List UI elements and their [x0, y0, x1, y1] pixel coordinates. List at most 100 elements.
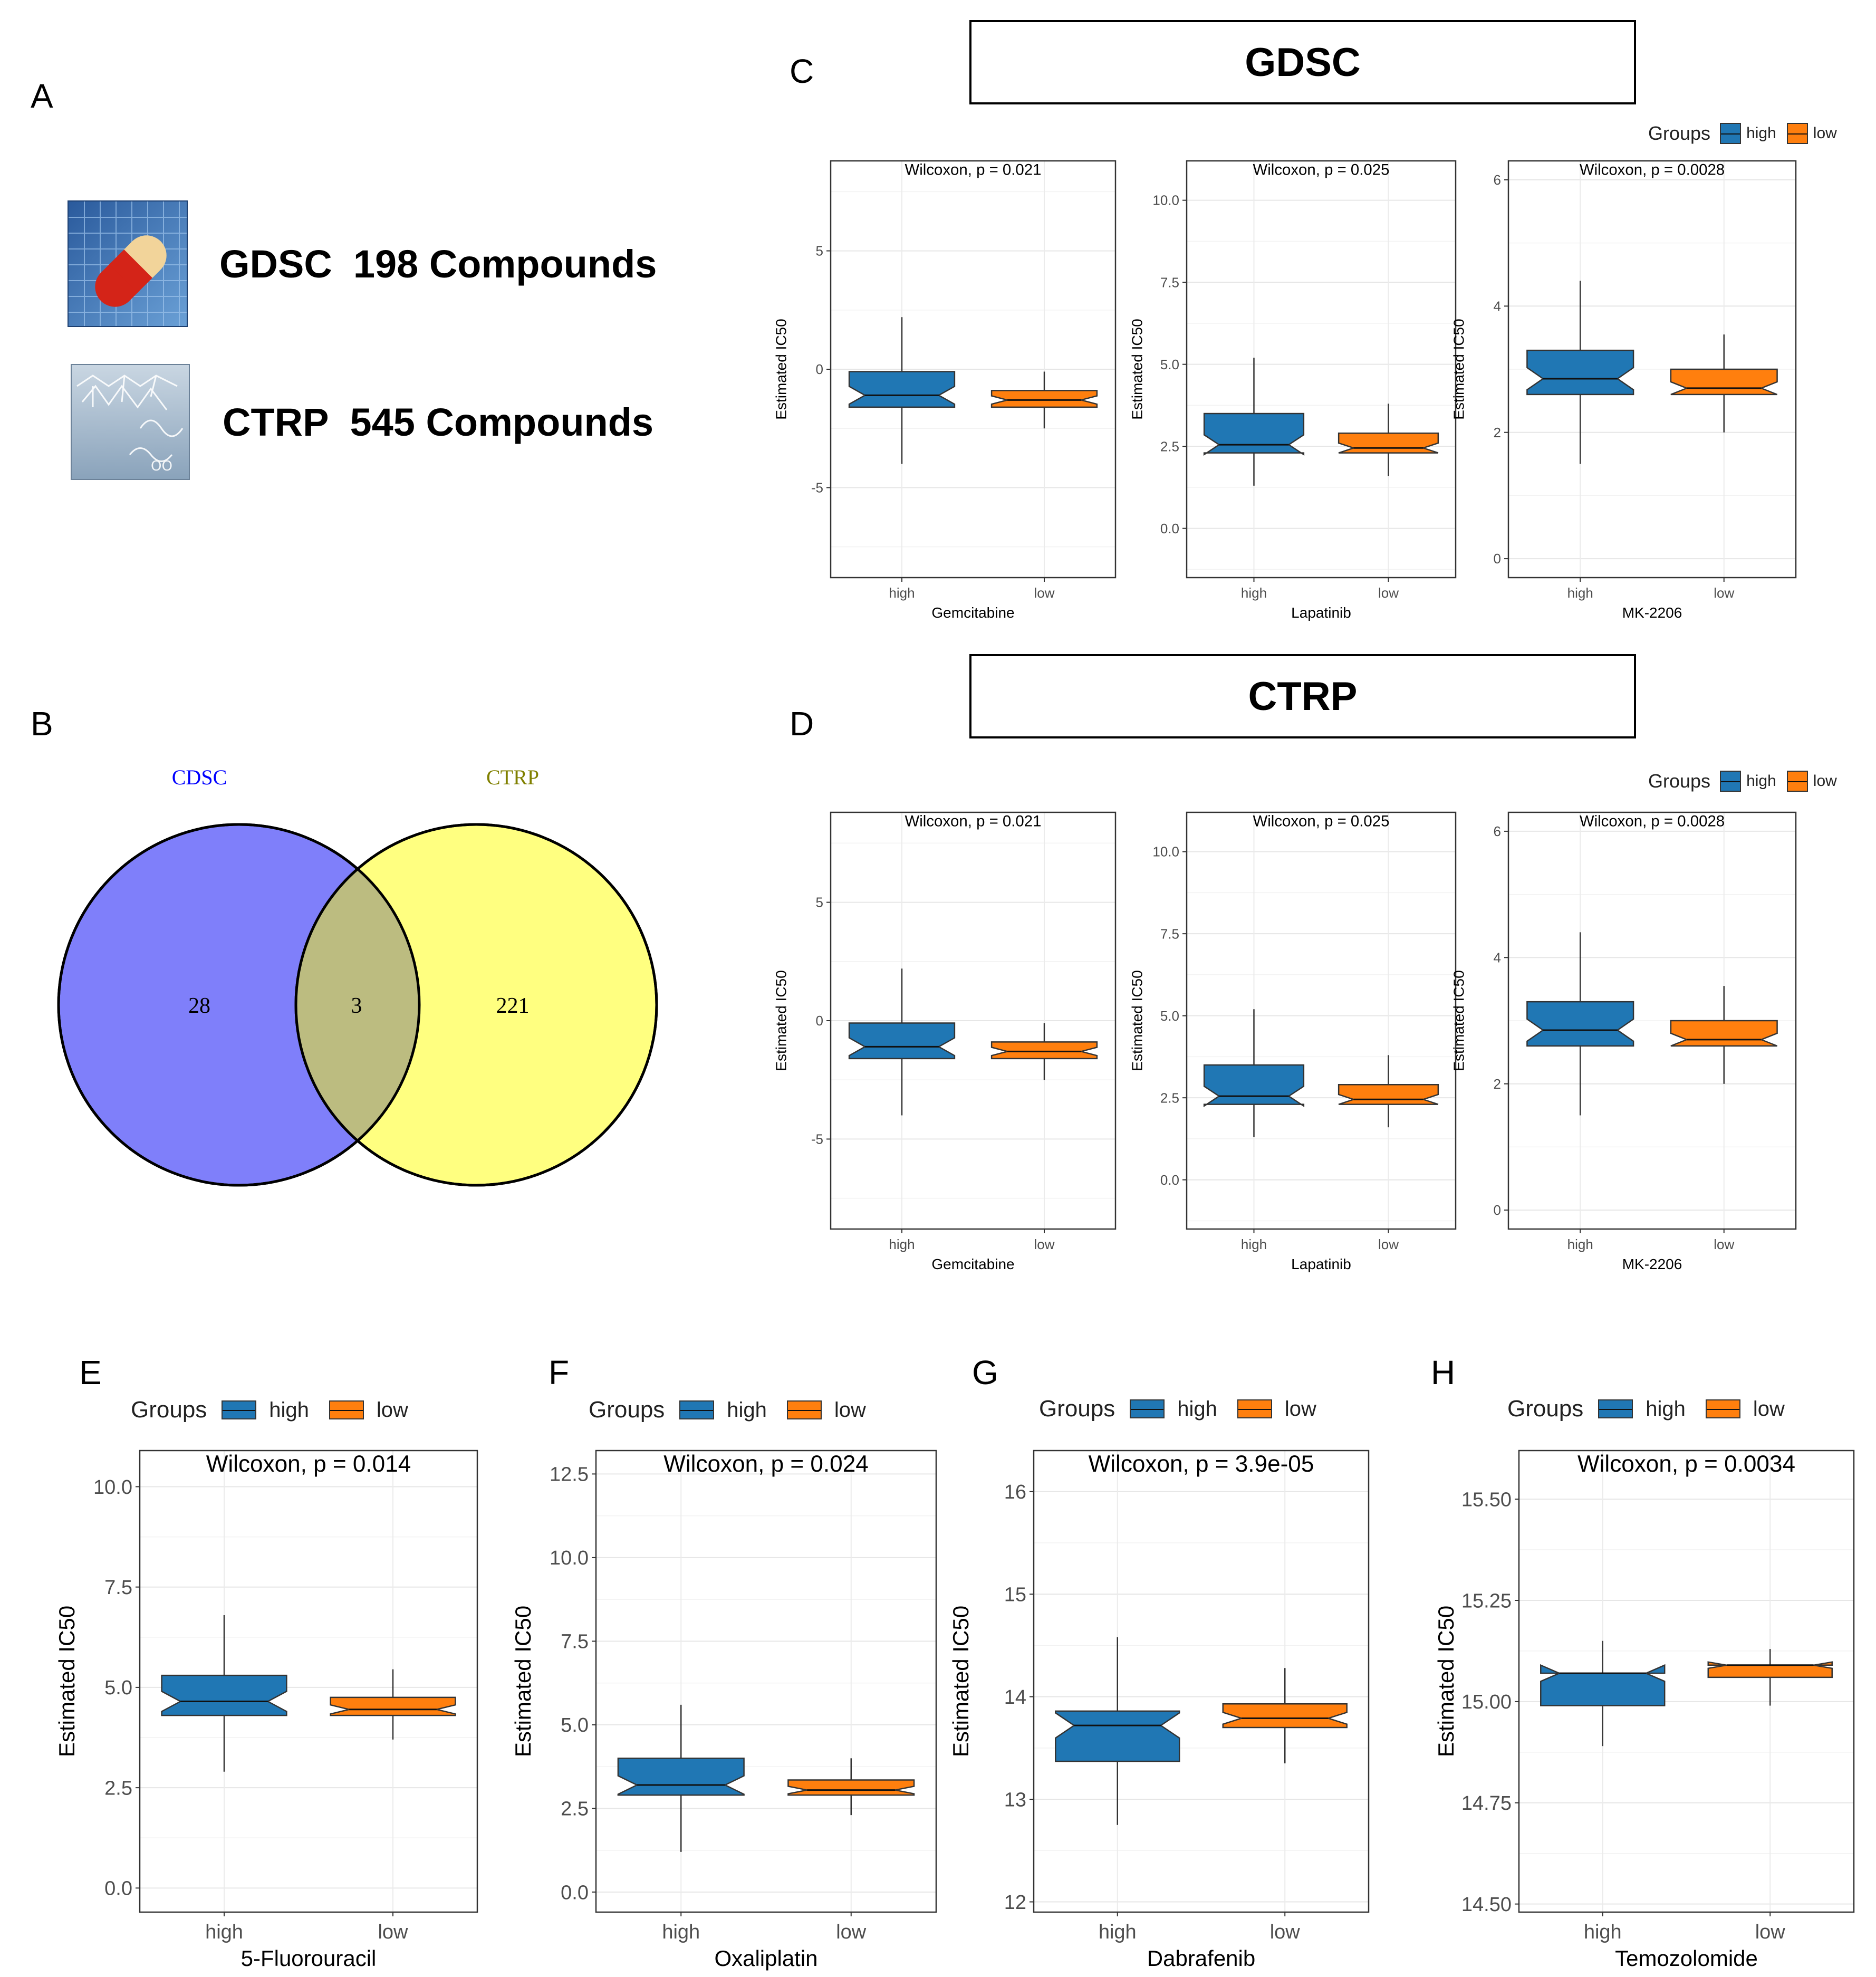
y-tick-label: 7.5: [561, 1631, 589, 1653]
legend-label-low: low: [376, 1398, 408, 1422]
y-axis-label: Estimated IC50: [1129, 319, 1146, 419]
wilcoxon-annotation: Wilcoxon, p = 0.0034: [1577, 1451, 1795, 1477]
y-tick-label: 13: [1004, 1789, 1026, 1811]
x-tick-label: high: [889, 585, 915, 601]
box-low: [787, 1779, 915, 1796]
y-tick-label: 0: [1494, 551, 1501, 567]
y-tick-label: 15: [1004, 1584, 1026, 1606]
panel-border: [595, 1450, 937, 1913]
legend-h: Groups high low: [1507, 1396, 1785, 1422]
box-low: [330, 1696, 456, 1716]
y-tick-label: -5: [811, 480, 823, 496]
box-high: [161, 1674, 287, 1716]
y-tick-label: 7.5: [1160, 274, 1179, 290]
y-tick-label: 0.0: [104, 1878, 132, 1900]
x-axis-label: Temozolomide: [1615, 1946, 1758, 1971]
banner-ctrp: CTRP: [969, 654, 1636, 738]
y-tick-label: 2.5: [1160, 1090, 1179, 1106]
y-tick-label: 10.0: [1152, 844, 1179, 860]
y-tick-label: 16: [1004, 1481, 1026, 1503]
y-axis-label: Estimated IC50: [773, 319, 790, 419]
venn-overlap-region: [296, 824, 419, 1185]
legend-label-low: low: [1284, 1397, 1316, 1421]
venn-left-count: 28: [188, 994, 210, 1018]
x-tick-label: high: [205, 1921, 243, 1943]
y-tick-label: 7.5: [104, 1577, 132, 1599]
x-axis-label: MK-2206: [1622, 604, 1682, 621]
panel-border: [1033, 1450, 1370, 1913]
box-high: [848, 1022, 956, 1060]
database-row-ctrp: OO CTRP 545 Compounds: [71, 364, 653, 480]
y-tick-label: 5.0: [561, 1714, 589, 1736]
y-tick-label: 0: [1494, 1202, 1501, 1218]
legend-d: Groups high low: [1648, 770, 1837, 792]
y-tick-label: 5: [816, 895, 823, 910]
y-axis-label: Estimated IC50: [773, 970, 790, 1071]
legend-label-high: high: [1646, 1397, 1686, 1421]
y-tick-label: 0.0: [1160, 521, 1179, 536]
wilcoxon-annotation: Wilcoxon, p = 0.0028: [1580, 161, 1725, 179]
y-tick-label: -5: [811, 1131, 823, 1147]
y-tick-label: 15.50: [1461, 1489, 1512, 1511]
legend-title: Groups: [1648, 770, 1711, 792]
wilcoxon-annotation: Wilcoxon, p = 0.025: [1253, 161, 1390, 179]
y-tick-label: 2.5: [1160, 438, 1179, 454]
y-tick-label: 6: [1494, 823, 1501, 839]
legend-swatch-high: [222, 1400, 257, 1419]
y-tick-label: 0.0: [561, 1882, 589, 1904]
legend-swatch-low: [1786, 771, 1808, 792]
legend-label-low: low: [1813, 772, 1837, 790]
x-tick-label: high: [889, 1236, 915, 1252]
panel-border: [1186, 160, 1457, 579]
y-axis-label: Estimated IC50: [1451, 319, 1467, 419]
legend-title: Groups: [131, 1397, 207, 1423]
y-axis-label: Estimated IC50: [54, 1606, 79, 1757]
y-tick-label: 12: [1004, 1892, 1026, 1914]
panel-letter-b: B: [31, 705, 53, 743]
legend-swatch-low: [1786, 123, 1808, 144]
x-tick-label: low: [1378, 585, 1399, 601]
x-axis-label: Lapatinib: [1291, 1256, 1351, 1272]
panel-letter-h: H: [1431, 1354, 1456, 1391]
x-axis-label: Dabrafenib: [1147, 1946, 1255, 1971]
y-tick-label: 5.0: [104, 1677, 132, 1699]
x-tick-label: high: [1099, 1921, 1137, 1943]
database-row-gdsc: GDSC 198 Compounds: [68, 200, 657, 327]
x-axis-label: MK-2206: [1622, 1256, 1682, 1272]
x-tick-label: high: [1584, 1921, 1622, 1943]
y-axis-label: Estimated IC50: [1129, 970, 1146, 1071]
venn-diagram: CDSC CTRP 28 3 221: [57, 765, 658, 1187]
legend-title: Groups: [589, 1397, 665, 1423]
legend-title: Groups: [1039, 1396, 1115, 1422]
y-tick-label: 2: [1494, 425, 1501, 440]
y-tick-label: 0: [816, 361, 823, 377]
x-tick-label: high: [1241, 1236, 1267, 1252]
legend-g: Groups high low: [1039, 1396, 1316, 1422]
x-tick-label: low: [378, 1921, 408, 1943]
y-tick-label: 10.0: [1152, 193, 1179, 208]
y-axis-label: Estimated IC50: [1451, 970, 1467, 1071]
ctrp-count: 545 Compounds: [350, 400, 654, 444]
panel-border: [1507, 811, 1797, 1230]
gdsc-count: 198 Compounds: [353, 242, 657, 286]
legend-swatch-high: [1720, 771, 1742, 792]
legend-label-low: low: [1813, 124, 1837, 142]
y-tick-label: 7.5: [1160, 926, 1179, 942]
legend-label-high: high: [1746, 124, 1776, 142]
y-tick-label: 0: [816, 1013, 823, 1029]
x-axis-label: Gemcitabine: [931, 1256, 1014, 1272]
legend-f: Groups high low: [589, 1397, 866, 1423]
panel-letter-a: A: [31, 77, 53, 115]
x-axis-label: Oxaliplatin: [714, 1946, 817, 1971]
panel-border: [1507, 160, 1797, 579]
y-tick-label: 4: [1494, 298, 1501, 314]
x-axis-label: Gemcitabine: [931, 604, 1014, 621]
box-low: [1222, 1703, 1348, 1729]
wilcoxon-annotation: Wilcoxon, p = 0.025: [1253, 813, 1390, 830]
wilcoxon-annotation: Wilcoxon, p = 0.0028: [1580, 813, 1725, 830]
